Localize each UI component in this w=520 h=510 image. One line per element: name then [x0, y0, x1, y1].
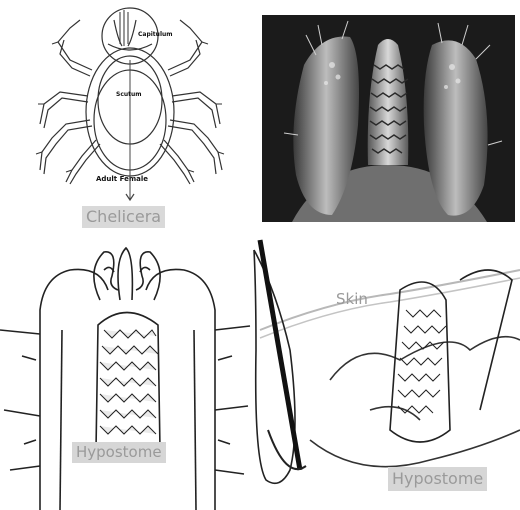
skin-hypostome-scales: [398, 310, 446, 413]
hypostome-skin-label: Hypostome: [388, 467, 487, 491]
sem-micrograph: [262, 15, 515, 222]
hypostome-drawing: [0, 230, 250, 510]
sem-mouthparts-drawing: [262, 15, 515, 222]
capitulum-label: Capitulum: [138, 31, 173, 38]
hypostome-scales: [100, 330, 158, 434]
tick-diagram: Capitulum Scutum Adult Female: [0, 0, 240, 200]
scutum-label: Scutum: [116, 91, 142, 98]
adult-female-caption: Adult Female: [96, 175, 148, 183]
chelicera-label: Chelicera: [82, 206, 165, 228]
skin-label: Skin: [336, 290, 368, 308]
tick-body-drawing: Capitulum Scutum Adult Female: [0, 0, 240, 200]
hypostome-label: Hypostome: [72, 442, 166, 463]
hypostome-line-art: [0, 230, 250, 510]
